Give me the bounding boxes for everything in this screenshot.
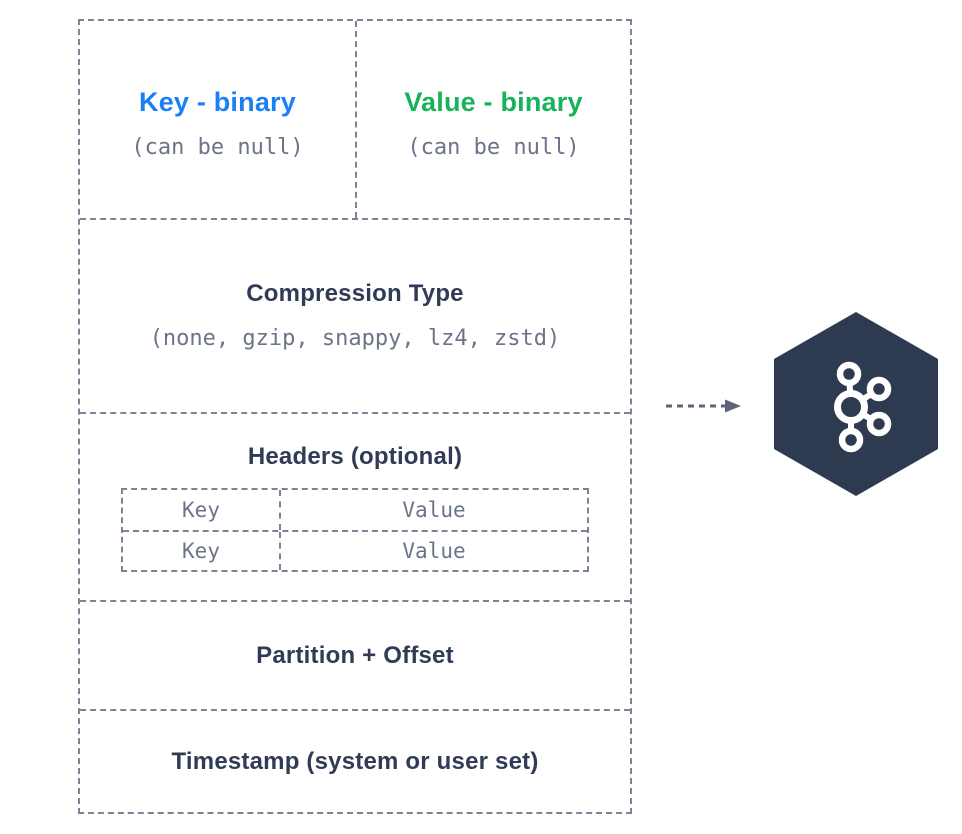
- header-value-cell: Value: [402, 498, 466, 522]
- partition-section: Partition + Offset: [80, 600, 630, 709]
- headers-table: Key Value Key Value: [121, 488, 589, 572]
- header-value-cell: Value: [402, 539, 466, 563]
- key-cell: Key - binary (can be null): [80, 21, 355, 218]
- value-title: Value - binary: [404, 86, 583, 117]
- timestamp-title: Timestamp (system or user set): [171, 747, 539, 775]
- header-row: Key Value: [123, 530, 587, 570]
- compression-subtitle: (none, gzip, snappy, lz4, zstd): [149, 326, 561, 351]
- key-value-row: Key - binary (can be null) Value - binar…: [80, 21, 630, 218]
- dashed-right-arrow-icon: [666, 399, 741, 413]
- kafka-message-box: Key - binary (can be null) Value - binar…: [78, 19, 632, 814]
- timestamp-section: Timestamp (system or user set): [80, 709, 630, 812]
- partition-title: Partition + Offset: [256, 641, 454, 669]
- compression-title: Compression Type: [246, 280, 464, 307]
- value-cell: Value - binary (can be null): [355, 21, 630, 218]
- value-subtitle: (can be null): [407, 134, 580, 160]
- key-subtitle: (can be null): [131, 134, 304, 160]
- header-key-cell: Key: [123, 532, 281, 570]
- compression-section: Compression Type (none, gzip, snappy, lz…: [80, 218, 630, 412]
- header-row: Key Value: [123, 490, 587, 530]
- kafka-logo-icon: [774, 312, 938, 496]
- header-key-cell: Key: [123, 490, 281, 530]
- key-title: Key - binary: [139, 86, 296, 117]
- headers-section: Headers (optional) Key Value Key Value: [80, 412, 630, 600]
- headers-title: Headers (optional): [247, 443, 463, 470]
